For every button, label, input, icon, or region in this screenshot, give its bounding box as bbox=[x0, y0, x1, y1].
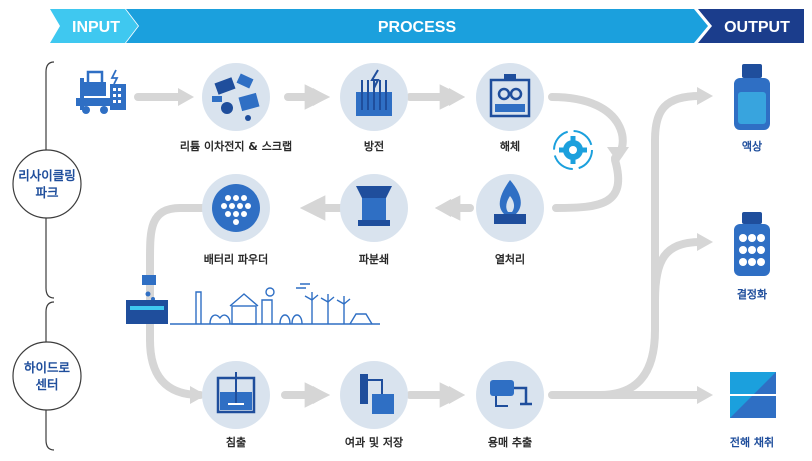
flow-arrowheads bbox=[178, 87, 713, 404]
label-heat: 열처리 bbox=[495, 252, 525, 266]
recycling-park-badge: 리사이클링 파크 bbox=[12, 149, 82, 219]
solvent-extraction-icon bbox=[476, 361, 544, 429]
powder-drum-icon bbox=[202, 174, 270, 242]
flame-furnace-icon bbox=[476, 174, 544, 242]
hydro-plant-icon bbox=[126, 275, 168, 324]
flow-left-down bbox=[146, 204, 212, 399]
label-solvent: 용매 추출 bbox=[488, 435, 532, 449]
top-banner: INPUT PROCESS OUTPUT bbox=[50, 9, 804, 43]
label-crystal: 결정화 bbox=[737, 287, 767, 301]
output-banner-label: OUTPUT bbox=[724, 19, 790, 36]
battery-scrap-icon bbox=[202, 63, 270, 131]
process-banner bbox=[126, 9, 708, 43]
hydro-center-line1: 하이드로 bbox=[24, 360, 71, 375]
label-electro: 전해 채취 bbox=[730, 435, 774, 449]
input-banner-label: INPUT bbox=[72, 19, 120, 36]
label-filter: 여과 및 저장 bbox=[345, 435, 403, 449]
output-labels: 액상 결정화 전해 채취 bbox=[730, 139, 774, 449]
dismantle-machine-icon bbox=[476, 63, 544, 131]
label-powder: 배터리 파우더 bbox=[204, 252, 269, 266]
gear-cycle-icon bbox=[553, 130, 593, 170]
hydro-center-badge: 하이드로 센터 bbox=[12, 341, 82, 411]
flow-turn-back bbox=[552, 156, 623, 212]
liquid-bottle-icon bbox=[734, 64, 770, 130]
label-discharge: 방전 bbox=[364, 139, 384, 153]
output-banner bbox=[698, 9, 804, 43]
eco-town-skyline-icon bbox=[170, 283, 380, 325]
recycling-park-line1: 리사이클링 bbox=[18, 168, 76, 183]
process-banner-label: PROCESS bbox=[378, 19, 457, 36]
input-banner bbox=[50, 9, 138, 43]
recycling-park-line2: 파크 bbox=[35, 185, 59, 200]
step-labels: 리튬 이차전지 & 스크랩 방전 해체 열처리 파분쇄 배터리 파우더 침출 여… bbox=[180, 139, 532, 449]
discharge-tank-icon bbox=[340, 63, 408, 131]
label-liquid: 액상 bbox=[742, 139, 762, 153]
flow-output-mid bbox=[651, 238, 704, 304]
forklift-icon bbox=[76, 69, 126, 114]
electro-plate-icon bbox=[730, 372, 776, 418]
crusher-hopper-icon bbox=[340, 174, 408, 242]
crystal-container-icon bbox=[734, 212, 770, 276]
label-scrap: 리튬 이차전지 & 스크랩 bbox=[180, 139, 292, 153]
leach-tank-icon bbox=[202, 361, 270, 429]
filter-storage-icon bbox=[340, 361, 408, 429]
label-crush: 파분쇄 bbox=[359, 252, 389, 266]
label-leach: 침출 bbox=[226, 435, 246, 449]
hydro-center-line2: 센터 bbox=[35, 377, 58, 392]
label-dismantle: 해체 bbox=[500, 139, 520, 153]
